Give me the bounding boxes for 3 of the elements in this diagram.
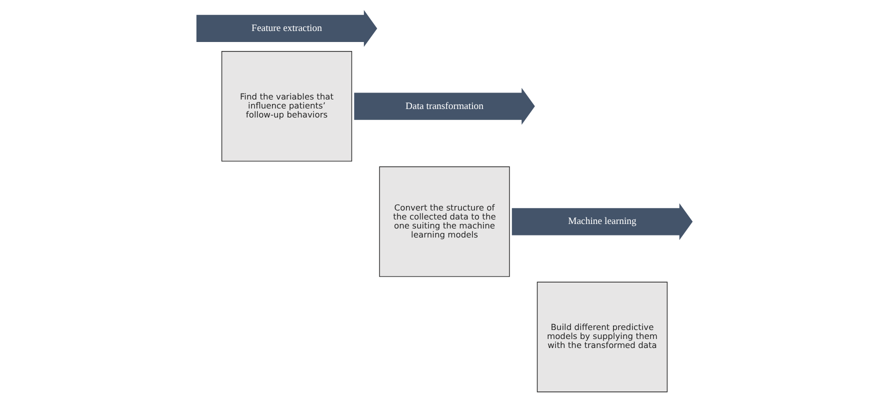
node-box: Find the variables that influence patients’ follow-up behaviors <box>220 51 352 162</box>
node-box: Convert the structure of the collected data to the one suiting the machine learning models <box>378 166 510 277</box>
node-box: Build different predictive models by supplying them with the transformed data <box>536 282 668 392</box>
